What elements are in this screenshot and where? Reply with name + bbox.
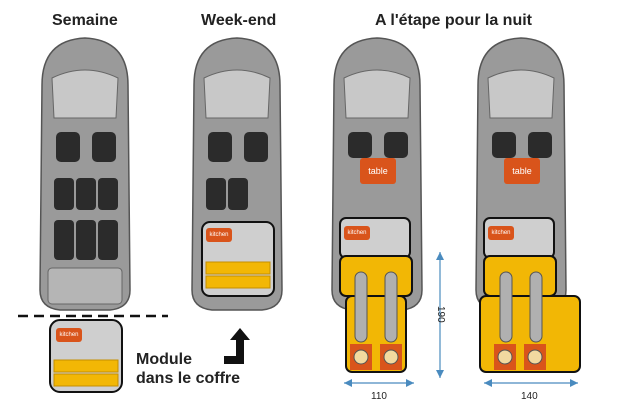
van-overnight-140: [475, 37, 581, 373]
kitchen-label-overnight-110: kitchen: [344, 226, 370, 240]
dimension-width-110-line: [344, 379, 414, 387]
seat-row-front: [56, 132, 116, 162]
arrow-icon: [224, 328, 250, 364]
seat-row-middle: [54, 178, 118, 210]
heading-weekday: Semaine: [52, 12, 118, 29]
dimension-length-label: 190: [435, 306, 446, 323]
van-overnight-110: [331, 37, 423, 373]
table-label-overnight-110: table: [360, 158, 396, 184]
bed-140: [479, 255, 581, 373]
seat-row-rear: [54, 220, 118, 260]
table-label-overnight-140: table: [504, 158, 540, 184]
van-weekend: [191, 37, 283, 311]
module-caption: Module dans le coffre: [136, 350, 240, 388]
kitchen-label-overnight-140: kitchen: [488, 226, 514, 240]
dimension-width-140-label: 140: [521, 391, 538, 402]
bed-110: [339, 255, 413, 373]
dimension-length-line: [436, 252, 444, 378]
weekend-module: [201, 221, 275, 297]
heading-weekend: Week-end: [201, 12, 277, 29]
module-caption-line1: Module: [136, 351, 192, 368]
kitchen-label-trunk: kitchen: [56, 328, 82, 342]
van-weekday: [39, 37, 131, 311]
dimension-width-140-line: [484, 379, 578, 387]
heading-overnight: A l'étape pour la nuit: [375, 12, 532, 29]
module-caption-line2: dans le coffre: [136, 370, 241, 387]
kitchen-label-weekend: kitchen: [206, 228, 232, 242]
dimension-width-110-label: 110: [371, 391, 387, 402]
